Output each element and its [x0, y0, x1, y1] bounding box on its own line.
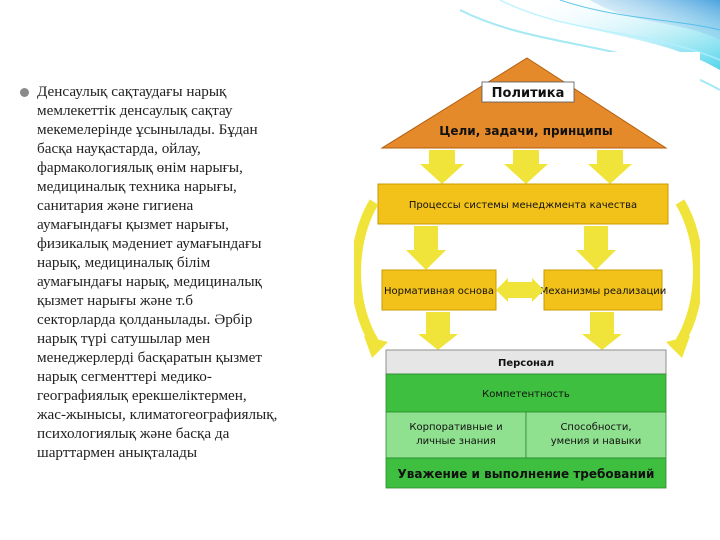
- bullet-item: Денсаулық сақтаудағы нарық мемлекеттік д…: [20, 82, 350, 462]
- personnel-box: [385, 349, 667, 375]
- roof-title: Политика: [492, 86, 565, 101]
- bullet-text: Денсаулық сақтаудағы нарық мемлекеттік д…: [37, 83, 278, 461]
- respect-box: [385, 457, 667, 489]
- corner-decoration: [460, 0, 720, 95]
- roof-title-box: [481, 81, 575, 103]
- down-arrow-left: [420, 150, 464, 184]
- knowledge-label-line1: Корпоративные и: [409, 422, 502, 433]
- curved-arrow-right: [675, 199, 700, 345]
- down-arrow-mid-left: [406, 226, 446, 270]
- process-label: Процессы системы менеджмента качества: [409, 200, 637, 211]
- slide-body: Денсаулық сақтаудағы нарық мемлекеттік д…: [20, 82, 350, 462]
- knowledge-box: [385, 411, 527, 459]
- normative-box: [381, 269, 497, 311]
- down-arrow-right: [588, 150, 632, 184]
- personnel-label: Персонал: [498, 358, 554, 369]
- normative-label: Нормативная основа: [384, 286, 494, 297]
- horizontal-double-arrow: [496, 278, 544, 302]
- mechanisms-label: Механизмы реализации: [540, 286, 667, 297]
- respect-label: Уважение и выполнение требований: [398, 467, 655, 481]
- roof-subtitle: Цели, задачи, принципы: [439, 124, 612, 138]
- knowledge-label-line2: личные знания: [416, 436, 496, 447]
- skills-label-line2: умения и навыки: [551, 436, 642, 447]
- down-arrow-mid-right: [576, 226, 616, 270]
- down-arrow-center: [504, 150, 548, 184]
- quality-management-diagram: Политика Цели, задачи, принципы Процессы…: [354, 52, 700, 492]
- skills-label-line1: Способности,: [560, 422, 631, 433]
- competence-box: [385, 373, 667, 413]
- roof-triangle: [380, 57, 668, 149]
- bullet-icon: [20, 88, 29, 97]
- skills-box: [525, 411, 667, 459]
- competence-label: Компетентность: [482, 389, 570, 400]
- down-arrow-low-left: [418, 312, 458, 350]
- curved-arrow-left: [354, 199, 379, 345]
- process-box: [377, 183, 669, 225]
- down-arrow-low-right: [582, 312, 622, 350]
